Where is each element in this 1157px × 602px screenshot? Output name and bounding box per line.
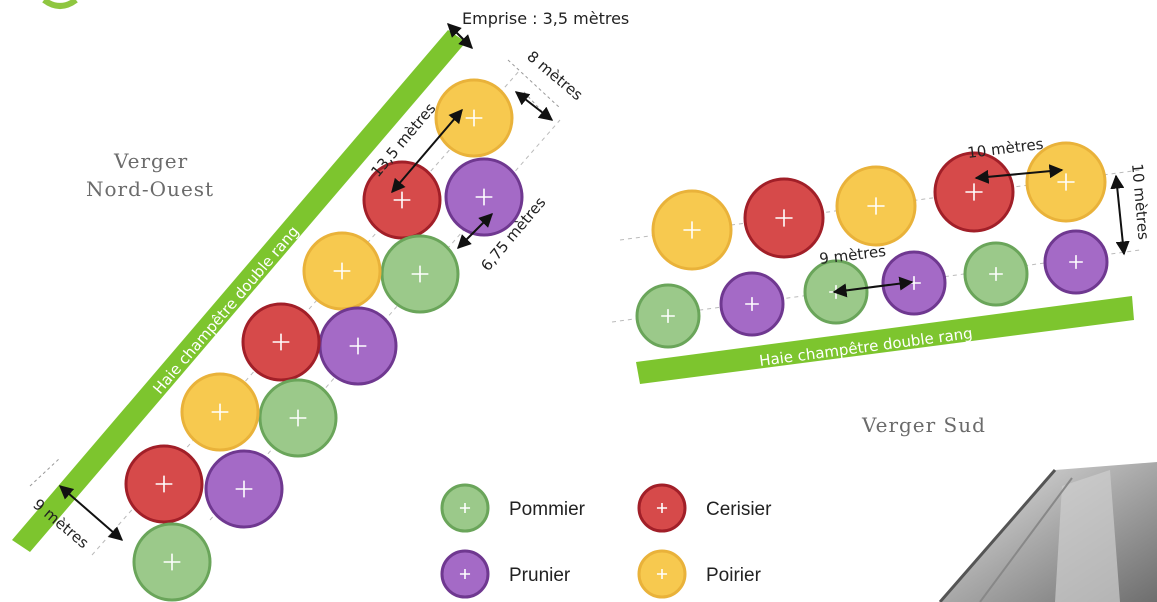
tree-no-pommier <box>132 522 212 602</box>
verger-nord-ouest-title-line2: Nord-Ouest <box>86 177 214 201</box>
tree-sud-poirier <box>651 189 733 271</box>
legend-cerisier-swatch <box>637 483 687 533</box>
plus-mark-icon <box>289 409 307 427</box>
dim-10m-v-arrow <box>1110 174 1130 256</box>
plus-mark-icon <box>656 502 668 514</box>
dim-10m-h-arrow <box>974 164 1064 184</box>
legend-pommier-label: Pommier <box>509 499 586 520</box>
tree-no-poirier <box>302 231 382 311</box>
legend-prunier-label: Prunier <box>509 565 571 586</box>
plus-mark-icon <box>656 568 668 580</box>
emprise-arrow <box>447 23 473 49</box>
tree-no-prunier <box>318 306 398 386</box>
tree-sud-poirier <box>1025 141 1107 223</box>
plus-mark-icon <box>155 475 173 493</box>
dim-8m-label: 8 mètres <box>523 47 586 104</box>
verger-sud-title: Verger Sud <box>861 413 986 437</box>
tree-no-pommier <box>380 234 460 314</box>
plus-mark-icon <box>349 337 367 355</box>
tree-no-prunier <box>204 449 284 529</box>
plus-mark-icon <box>465 109 483 127</box>
plus-mark-icon <box>272 333 290 351</box>
dim-10m-v-label: 10 mètres <box>1128 163 1153 241</box>
tree-sud-cerisier <box>933 151 1015 233</box>
hedge-sud <box>636 296 1134 384</box>
plus-mark-icon <box>1069 255 1083 269</box>
plus-mark-icon <box>411 265 429 283</box>
plus-mark-icon <box>745 297 759 311</box>
tree-sud-prunier <box>1043 229 1109 295</box>
legend-cerisier-label: Cerisier <box>706 499 772 520</box>
tree-sud-cerisier <box>743 177 825 259</box>
dim-9m-no-arrow <box>58 485 124 541</box>
plus-mark-icon <box>163 553 181 571</box>
plus-mark-icon <box>661 309 675 323</box>
dim-6-75m-arrow <box>457 213 493 249</box>
photo-corner <box>938 462 1157 602</box>
tree-sud-prunier <box>881 250 947 316</box>
dim-10m-h-label: 10 mètres <box>966 135 1044 162</box>
dim-13-5m-arrow <box>391 108 463 194</box>
tree-sud-pommier <box>963 241 1029 307</box>
tree-sud-poirier <box>835 165 917 247</box>
tree-no-poirier <box>434 78 514 158</box>
logo-fragment <box>42 0 78 9</box>
verger-sud: Haie champêtre double rang 10 mètres 10 … <box>611 135 1153 437</box>
emprise-label: Emprise : 3,5 mètres <box>462 9 629 28</box>
hedge-nord-ouest <box>12 30 466 552</box>
tree-no-cerisier <box>241 302 321 382</box>
legend-poirier-label: Poirier <box>706 565 762 586</box>
plus-mark-icon <box>459 568 471 580</box>
verger-nord-ouest-title-line1: Verger <box>113 149 188 173</box>
plus-mark-icon <box>211 403 229 421</box>
dim-9m-sud-label: 9 mètres <box>818 242 887 268</box>
tree-no-pommier <box>258 378 338 458</box>
trees-nord-ouest <box>124 78 524 602</box>
tree-sud-pommier <box>635 283 701 349</box>
plus-mark-icon <box>459 502 471 514</box>
plus-mark-icon <box>683 221 701 239</box>
plus-mark-icon <box>867 197 885 215</box>
dim-8m-arrow <box>514 91 554 121</box>
plus-mark-icon <box>333 262 351 280</box>
plus-mark-icon <box>475 188 493 206</box>
plus-mark-icon <box>393 191 411 209</box>
dim-9m-sud-arrow <box>832 276 914 298</box>
plus-mark-icon <box>965 183 983 201</box>
plus-mark-icon <box>989 267 1003 281</box>
legend-pommier-swatch <box>440 483 490 533</box>
hedge-sud-label: Haie champêtre double rang <box>758 324 973 370</box>
tree-no-poirier <box>180 372 260 452</box>
legend-poirier-swatch <box>637 549 687 599</box>
tree-sud-prunier <box>719 271 785 337</box>
tree-no-cerisier <box>124 444 204 524</box>
legend-prunier-swatch <box>440 549 490 599</box>
plus-mark-icon <box>775 209 793 227</box>
plus-mark-icon <box>235 480 253 498</box>
